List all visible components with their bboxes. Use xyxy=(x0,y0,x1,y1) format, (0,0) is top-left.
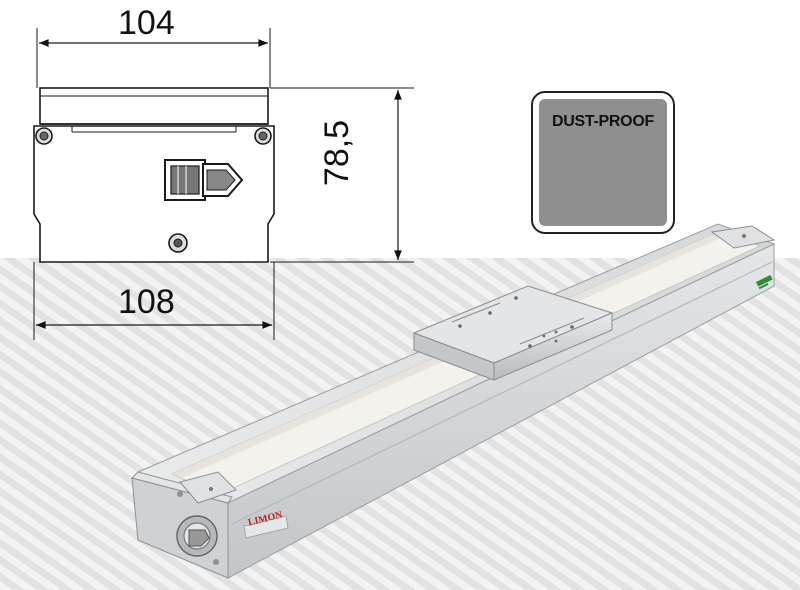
dimension-bottom-width: 108 xyxy=(118,283,175,321)
carriage xyxy=(412,285,614,381)
dimension-height: 78,5 xyxy=(318,119,356,187)
linear-actuator-3d xyxy=(131,223,776,579)
green-brand-mark xyxy=(756,274,773,290)
dimension-top-width: 104 xyxy=(118,4,175,42)
cross-section-drawing xyxy=(33,28,414,340)
dust-proof-badge: DUST-PROOF xyxy=(531,91,675,234)
dust-proof-badge-panel xyxy=(539,99,667,226)
dust-proof-label: DUST-PROOF xyxy=(552,113,654,130)
